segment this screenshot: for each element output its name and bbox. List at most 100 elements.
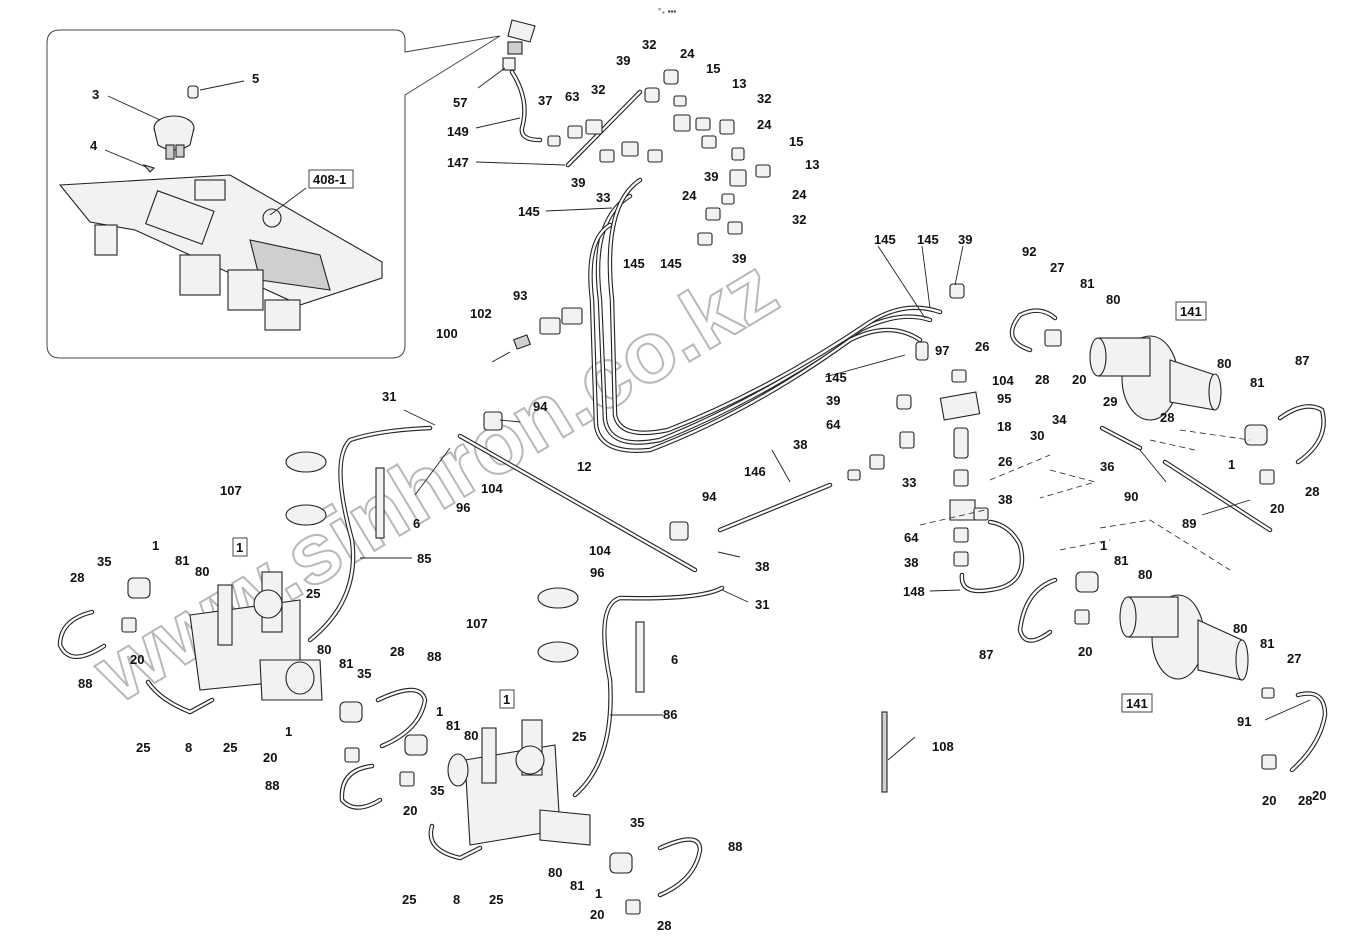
part-label: 81 xyxy=(446,718,460,733)
cable-tie-108 xyxy=(881,711,888,793)
part-labels: 57 149 147 145 39 32 24 15 13 37 63 32 3… xyxy=(70,37,1326,933)
part-label: 28 xyxy=(1298,793,1312,808)
clamp-94-mid xyxy=(669,521,689,541)
ref-label-141-top: 141 xyxy=(1180,304,1202,319)
part-label: 1 xyxy=(1100,538,1107,553)
part-label: 145 xyxy=(518,204,540,219)
part-label: 24 xyxy=(757,117,772,132)
hose-bundle-145 xyxy=(588,177,943,453)
part-label: 1 xyxy=(595,886,602,901)
part-label: 81 xyxy=(1080,276,1094,291)
part-label: 24 xyxy=(792,187,807,202)
strap-107a xyxy=(285,451,327,473)
part-label: 6 xyxy=(671,652,678,667)
part-label: 39 xyxy=(732,251,746,266)
part-label: 85 xyxy=(417,551,431,566)
part-label: 80 xyxy=(317,642,331,657)
hose-149 xyxy=(509,69,543,143)
panel-switch-block xyxy=(249,239,331,291)
part-label: 89 xyxy=(1182,516,1196,531)
part-label: 57 xyxy=(453,95,467,110)
part-label: 34 xyxy=(1052,412,1067,427)
ref-label-408-1: 408-1 xyxy=(313,172,346,187)
part-label: 86 xyxy=(663,707,677,722)
part-label: 13 xyxy=(732,76,746,91)
part-label: 145 xyxy=(874,232,896,247)
part-label: 28 xyxy=(1035,372,1049,387)
ref-box-408-1 xyxy=(308,169,354,189)
part-label: 81 xyxy=(570,878,584,893)
wheel-hub-top xyxy=(1089,335,1222,421)
part-label: 81 xyxy=(175,553,189,568)
part-label: 88 xyxy=(427,649,441,664)
part-label: 91 xyxy=(1237,714,1251,729)
part-label: 30 xyxy=(1030,428,1044,443)
part-label: 28 xyxy=(1305,484,1319,499)
part-label: 28 xyxy=(70,570,84,585)
part-label: 27 xyxy=(1287,651,1301,666)
part-label: 1 xyxy=(436,704,443,719)
part-label: 87 xyxy=(979,647,993,662)
part-label: 80 xyxy=(464,728,478,743)
part-label: 33 xyxy=(902,475,916,490)
part-label: 80 xyxy=(1233,621,1247,636)
leader-5 xyxy=(199,80,245,91)
part-label: 107 xyxy=(220,483,242,498)
part-label: 27 xyxy=(1050,260,1064,275)
part-label: 25 xyxy=(572,729,586,744)
part-label: 15 xyxy=(789,134,803,149)
part-label: 32 xyxy=(591,82,605,97)
part-label: 33 xyxy=(596,190,610,205)
panel-gauge xyxy=(144,190,215,245)
leader-lines xyxy=(360,67,1311,761)
panel-knob xyxy=(262,208,282,228)
part-label: 96 xyxy=(590,565,604,580)
part-label: 102 xyxy=(470,306,492,321)
part-label: 1 xyxy=(1228,457,1235,472)
part-label: 25 xyxy=(136,740,150,755)
part-label: 37 xyxy=(538,93,552,108)
part-label: 104 xyxy=(481,481,503,496)
part-label: 39 xyxy=(704,169,718,184)
clamp-94-top xyxy=(483,411,503,431)
part-label: 100 xyxy=(436,326,458,341)
part-label: 94 xyxy=(533,399,548,414)
bulb-5 xyxy=(187,85,199,99)
part-label: 20 xyxy=(1270,501,1284,516)
part-label: 31 xyxy=(382,389,396,404)
axle-housing-center xyxy=(447,719,591,846)
part-label: 39 xyxy=(826,393,840,408)
part-label-4: 4 xyxy=(90,138,98,153)
strap-107c xyxy=(537,587,579,609)
part-label: 39 xyxy=(616,53,630,68)
part-label: 26 xyxy=(998,454,1012,469)
part-label: 147 xyxy=(447,155,469,170)
part-label: 94 xyxy=(702,489,717,504)
wheel-hub-bottom xyxy=(1119,594,1249,681)
part-label: 31 xyxy=(755,597,769,612)
part-label: 64 xyxy=(826,417,841,432)
part-label: 20 xyxy=(1072,372,1086,387)
bolt-100 xyxy=(491,351,511,363)
panel-relay-2 xyxy=(227,269,264,311)
part-label: 29 xyxy=(1103,394,1117,409)
part-label: 88 xyxy=(728,839,742,854)
part-label: 20 xyxy=(263,750,277,765)
hose-88-lower xyxy=(339,763,383,810)
part-label: 88 xyxy=(78,676,92,691)
part-label: 32 xyxy=(757,91,771,106)
strap-107d xyxy=(537,641,579,663)
clip-4 xyxy=(142,163,156,173)
part-label: 20 xyxy=(590,907,604,922)
pressure-switch-57 xyxy=(502,19,536,71)
part-label: 35 xyxy=(430,783,444,798)
brake-cylinders-right xyxy=(1044,329,1277,770)
ref-box-141-bottom xyxy=(1121,693,1153,713)
part-label: 35 xyxy=(630,815,644,830)
pad-6b xyxy=(635,621,645,693)
part-label: 12 xyxy=(577,459,591,474)
fitting-cluster-top xyxy=(547,69,965,481)
part-label: 95 xyxy=(997,391,1011,406)
plate-102 xyxy=(513,334,531,350)
